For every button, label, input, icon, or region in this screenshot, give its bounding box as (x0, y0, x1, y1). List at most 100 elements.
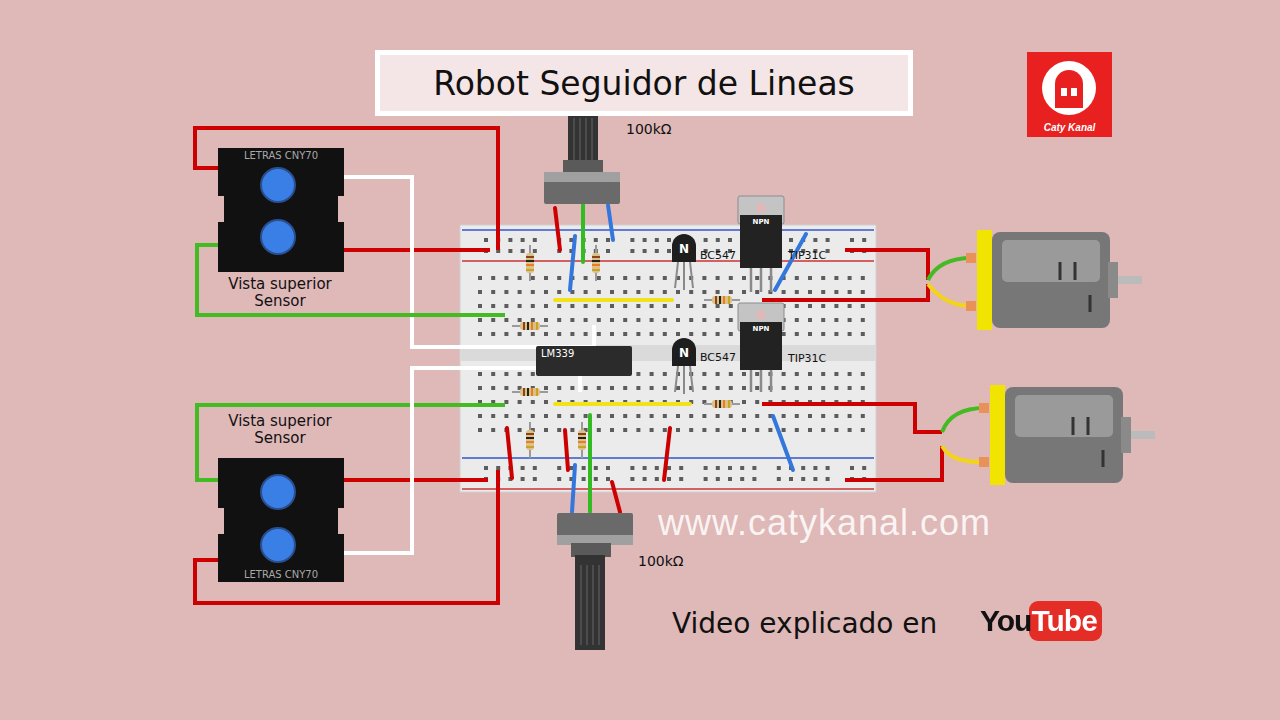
breadboard-hole (689, 414, 693, 418)
breadboard-hole (795, 372, 799, 376)
transistor-body (672, 234, 696, 262)
motor-shaft (1118, 276, 1142, 284)
breadboard-hole (650, 318, 654, 322)
breadboard-hole (650, 276, 654, 280)
breadboard-hole (795, 386, 799, 390)
breadboard-hole (557, 477, 561, 481)
breadboard-hole (834, 414, 838, 418)
bc547-symbol (672, 234, 696, 290)
breadboard-hole (491, 332, 495, 336)
breadboard-hole (544, 276, 548, 280)
potentiometer (544, 115, 620, 204)
breadboard-hole (742, 400, 746, 404)
potentiometer (557, 513, 633, 650)
resistor (512, 322, 548, 330)
breadboard-hole (584, 318, 588, 322)
sensor-receiver (261, 528, 295, 562)
logo-eye (1071, 88, 1077, 96)
breadboard-hole (821, 386, 825, 390)
breadboard-hole (636, 332, 640, 336)
breadboard-hole (478, 318, 482, 322)
breadboard-hole (728, 477, 732, 481)
breadboard-hole (496, 466, 500, 470)
breadboard-hole (643, 466, 647, 470)
breadboard-hole (531, 290, 535, 294)
breadboard-hole (643, 477, 647, 481)
breadboard-hole (533, 238, 537, 242)
logo-figure (1055, 70, 1083, 108)
breadboard-hole (478, 290, 482, 294)
breadboard-hole (544, 400, 548, 404)
breadboard-hole (636, 386, 640, 390)
breadboard-hole (850, 466, 854, 470)
breadboard-hole (504, 332, 508, 336)
type-marking: NPN (753, 218, 770, 226)
breadboard-hole (521, 249, 525, 253)
breadboard-hole (570, 414, 574, 418)
breadboard-hole (636, 414, 640, 418)
breadboard-hole (752, 466, 756, 470)
breadboard-hole (597, 304, 601, 308)
breadboard-hole (808, 414, 812, 418)
motor-plate (977, 230, 992, 330)
breadboard-hole (716, 238, 720, 242)
sensor-text: LETRAS CNY70 (244, 150, 318, 162)
jumper (555, 402, 690, 406)
tip31c-transistor: NPNTIP31C (740, 215, 782, 268)
breadboard-hole (533, 466, 537, 470)
jumpers (507, 205, 806, 512)
breadboard-hole (755, 386, 759, 390)
jumper (555, 298, 672, 302)
breadboard-hole (582, 466, 586, 470)
breadboard-hole (704, 466, 708, 470)
resistor (704, 400, 740, 408)
resistor (512, 388, 548, 396)
breadboard-hole (610, 332, 614, 336)
breadboard-hole (704, 477, 708, 481)
logo-text: Caty Kanal (1044, 122, 1096, 134)
resistor (704, 296, 740, 304)
breadboard-hole (570, 304, 574, 308)
title-box: Robot Seguidor de Lineas (375, 50, 913, 116)
breadboard-hole (508, 238, 512, 242)
sensor-emitter (261, 168, 295, 202)
breadboard-hole (821, 428, 825, 432)
tab-hole (756, 203, 766, 213)
breadboard-hole (636, 304, 640, 308)
breadboard-hole (755, 290, 759, 294)
motor-cap (1121, 417, 1131, 453)
motor-slot (1073, 417, 1103, 467)
breadboard-hole (813, 466, 817, 470)
breadboard-hole (729, 386, 733, 390)
breadboard-hole (702, 332, 706, 336)
breadboard-hole (544, 290, 548, 294)
transistor-legs (751, 266, 771, 292)
breadboard-hole (782, 290, 786, 294)
breadboard-hole (504, 318, 508, 322)
breadboard-hole (594, 466, 598, 470)
breadboard-hole (478, 276, 482, 280)
breadboard-hole (821, 414, 825, 418)
sensor-emitter (261, 475, 295, 509)
breadboard-hole (728, 238, 732, 242)
breadboard-hole (623, 428, 627, 432)
breadboard-hole (679, 466, 683, 470)
breadboard-hole (716, 318, 720, 322)
breadboard-hole (689, 304, 693, 308)
breadboard-hole (795, 332, 799, 336)
breadboard-hole (848, 332, 852, 336)
breadboard-hole (531, 304, 535, 308)
motor-terminal (979, 457, 989, 467)
breadboard-hole (557, 414, 561, 418)
wires (195, 128, 594, 603)
motor-terminal (966, 301, 976, 311)
breadboard-hole (808, 318, 812, 322)
breadboard-hole (557, 318, 561, 322)
pot-knurl (574, 118, 592, 160)
wire (762, 404, 942, 432)
breadboard-hole (655, 249, 659, 253)
breadboard-hole (808, 304, 812, 308)
value-label: 100kΩ (626, 121, 672, 137)
breadboard-hole (491, 276, 495, 280)
